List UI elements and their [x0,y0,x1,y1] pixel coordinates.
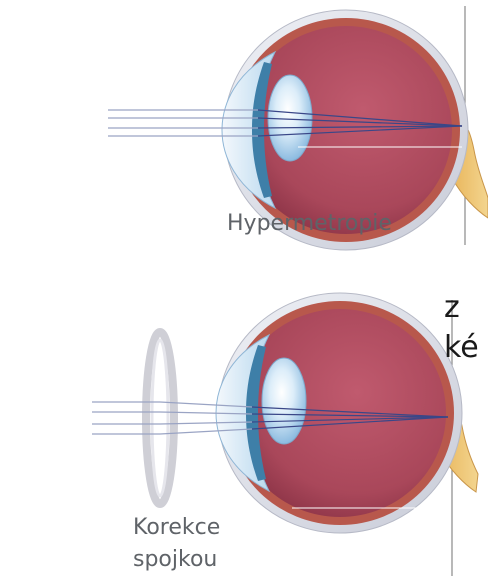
corrective-convex-lens [146,332,174,504]
truncated-text-line-2: ké [444,330,479,366]
lens-bottom [262,358,306,444]
corrective-lens-inner [152,340,168,496]
correction-label-line-1: Korekce [133,512,220,544]
correction-label: Korekce spojkou [133,512,220,576]
correction-label-line-2: spojkou [133,544,220,576]
truncated-text-line-1: z [444,290,460,326]
lens-top [268,75,312,161]
hypermetropia-label: Hypermetropie [227,210,392,238]
